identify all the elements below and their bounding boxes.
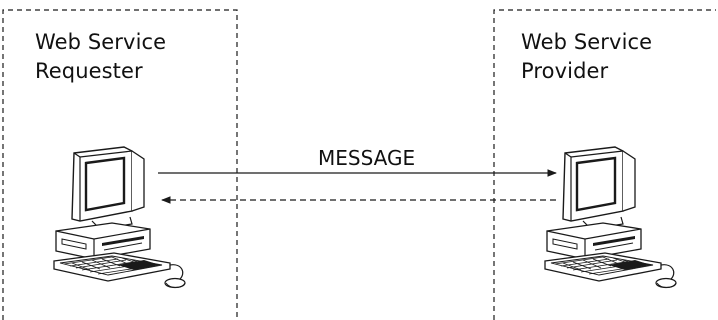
provider-label: Web Service Provider bbox=[521, 28, 652, 86]
requester-label-line2: Requester bbox=[35, 57, 166, 86]
requester-label: Web Service Requester bbox=[35, 28, 166, 86]
provider-computer-icon bbox=[545, 147, 676, 288]
provider-label-line2: Provider bbox=[521, 57, 652, 86]
provider-label-line1: Web Service bbox=[521, 28, 652, 57]
requester-computer-icon bbox=[54, 147, 185, 288]
message-label: MESSAGE bbox=[318, 146, 415, 170]
requester-label-line1: Web Service bbox=[35, 28, 166, 57]
